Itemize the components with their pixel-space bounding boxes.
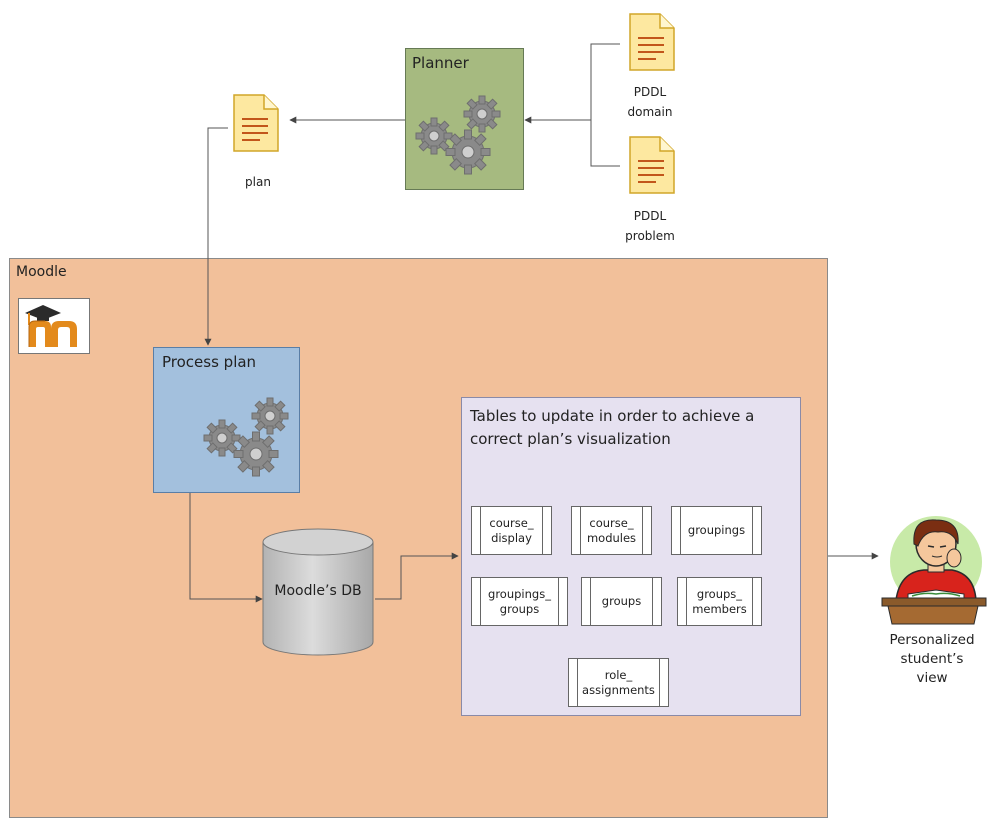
pddl-problem-connector	[590, 120, 620, 167]
tables-to-update-title: Tables to update in order to achieve a c…	[470, 407, 755, 448]
moodle-label: Moodle	[16, 264, 67, 280]
table-course-display: course_ display	[471, 506, 552, 555]
table-label: role_ assignments	[582, 667, 655, 697]
planner-title: Planner	[412, 54, 469, 72]
pddl-domain-connector	[590, 43, 620, 120]
table-groupings-groups: groupings_ groups	[471, 577, 568, 626]
table-label: course_ modules	[586, 515, 637, 545]
table-label: groupings	[687, 523, 746, 537]
personalized-view-label: Personalized student’s view	[889, 632, 975, 686]
pddl-problem-label: PDDL problem	[625, 209, 675, 243]
table-label: groupings_ groups	[488, 586, 551, 616]
moodle-logo-icon	[18, 298, 90, 354]
process-to-db-arrow	[189, 493, 263, 603]
table-course-modules: course_ modules	[571, 506, 652, 555]
process-plan-gears-icon	[203, 397, 289, 477]
process-plan-title: Process plan	[162, 353, 257, 371]
table-label: course_ display	[489, 515, 534, 545]
plan-document-icon	[233, 94, 279, 152]
table-label: groups_ members	[692, 586, 747, 616]
table-role-assignments: role_ assignments	[568, 658, 669, 707]
db-to-tables-arrow	[375, 552, 459, 600]
table-groupings: groupings	[671, 506, 762, 555]
pddl-domain-document-icon	[629, 13, 675, 71]
pddl-problem-document-icon	[629, 136, 675, 194]
table-groups-members: groups_ members	[677, 577, 762, 626]
database-cylinder-icon	[262, 528, 374, 656]
table-label: groups	[601, 594, 642, 608]
plan-label: plan	[245, 175, 271, 189]
plan-to-process-arrow	[204, 127, 228, 346]
student-reading-icon	[881, 516, 987, 625]
pddl-domain-label: PDDL domain	[627, 85, 673, 119]
table-groups: groups	[581, 577, 662, 626]
planner-gears-icon	[415, 95, 501, 175]
database-label: Moodle’s DB	[274, 583, 362, 599]
